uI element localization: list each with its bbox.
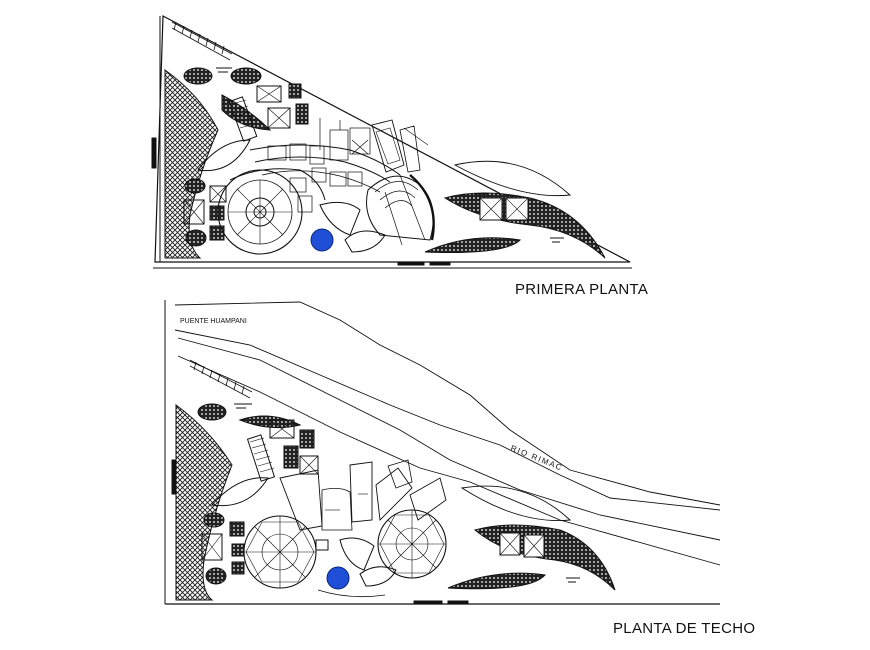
river-bank-low [177, 337, 721, 541]
river-bank-top [174, 301, 721, 506]
river-bank-mid [174, 329, 721, 511]
water-marker-roof [326, 566, 350, 590]
first-floor-title: PRIMERA PLANTA [515, 281, 649, 298]
site-boundary [154, 15, 631, 263]
radial-structure [228, 180, 292, 244]
roof-plan [164, 300, 721, 605]
bridge-label: PUENTE HUAMPANI [180, 318, 247, 325]
water-marker-top [310, 228, 334, 252]
first-floor-plan [151, 15, 632, 269]
fence-hatching [171, 21, 233, 61]
roof-plan-title: PLANTA DE TECHO [613, 620, 756, 637]
